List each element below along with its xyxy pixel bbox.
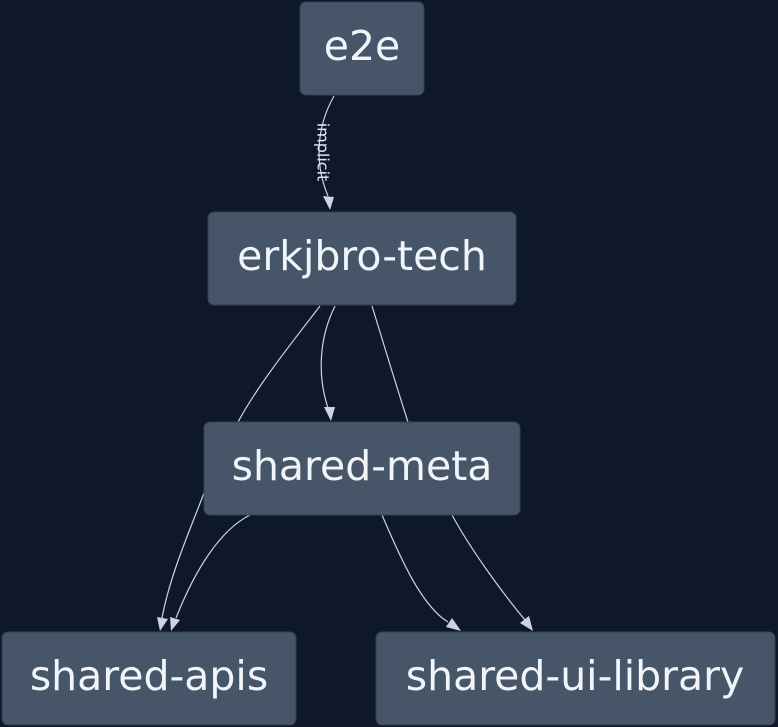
node-box <box>207 211 517 306</box>
edge-line <box>451 514 526 621</box>
node-shared-meta[interactable]: shared-meta <box>203 421 521 516</box>
node-label: shared-meta <box>232 442 493 490</box>
arrowhead <box>157 617 168 631</box>
node-box <box>299 1 425 96</box>
node-shared-apis[interactable]: shared-apis <box>1 631 297 726</box>
node-label: shared-ui-library <box>406 652 745 700</box>
arrowhead <box>446 618 461 631</box>
arrowhead <box>324 407 335 421</box>
node-label: e2e <box>324 22 401 70</box>
node-erkjbro-tech[interactable]: erkjbro-tech <box>207 211 517 306</box>
node-box <box>375 631 776 726</box>
edge-e2e-to-erkjbro-tech[interactable]: implicit <box>314 95 335 210</box>
edge-label-implicit: implicit <box>314 123 333 182</box>
node-e2e[interactable]: e2e <box>299 1 425 96</box>
edge-shared-meta-to-shared-apis[interactable] <box>170 514 251 631</box>
node-box <box>1 631 297 726</box>
edge-line <box>237 305 321 423</box>
edge-line <box>318 95 335 197</box>
edge-erkjbro-tech-to-shared-ui-library[interactable] <box>371 305 533 631</box>
edge-line <box>161 492 205 619</box>
arrowhead <box>323 196 334 210</box>
node-label: erkjbro-tech <box>237 232 487 280</box>
arrowhead <box>170 617 180 631</box>
edge-erkjbro-tech-to-shared-meta[interactable] <box>320 305 336 421</box>
edge-line <box>320 305 336 409</box>
node-label: shared-apis <box>30 652 268 700</box>
node-shared-ui-library[interactable]: shared-ui-library <box>375 631 776 726</box>
edge-line <box>175 514 251 619</box>
node-box <box>203 421 521 516</box>
edge-line <box>381 514 449 623</box>
edge-line <box>371 305 409 423</box>
arrowhead <box>520 616 533 631</box>
edge-erkjbro-tech-to-shared-apis[interactable] <box>157 305 321 631</box>
edge-shared-meta-to-shared-ui-library[interactable] <box>381 514 461 631</box>
